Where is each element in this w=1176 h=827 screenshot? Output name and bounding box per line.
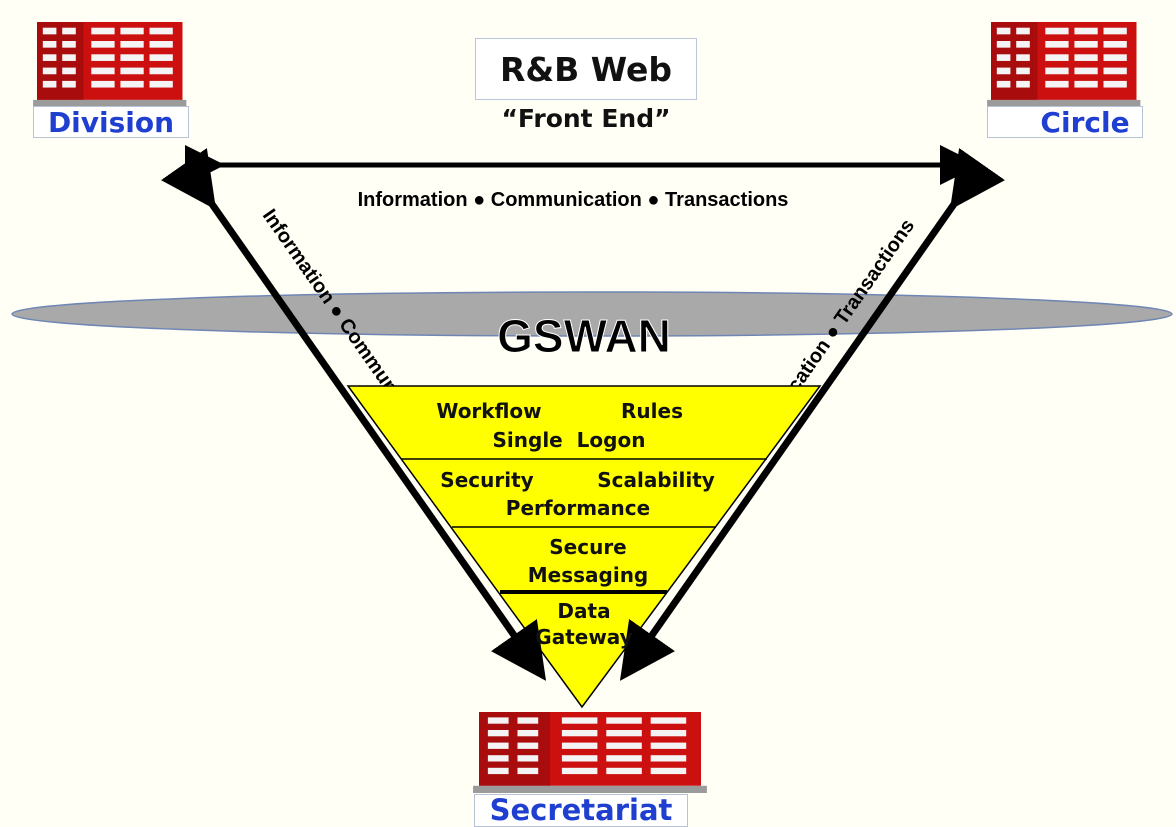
circle-building-icon [987, 22, 1141, 108]
circle-label: Circle [987, 106, 1143, 138]
front-end-subtitle: “Front End” [501, 104, 671, 133]
funnel-secure: Secure [549, 535, 627, 559]
funnel-workflow: Workflow [436, 399, 541, 423]
gswan-label: GSWAN [497, 310, 671, 362]
funnel-rules: Rules [621, 399, 683, 423]
division-label: Division [33, 106, 189, 138]
secretariat-building-icon [473, 712, 707, 793]
secretariat-label: Secretariat [474, 794, 688, 827]
funnel-single-logon: Single Logon [493, 428, 646, 452]
left-double-arrow [161, 148, 547, 681]
funnel-gateway: Gateway [535, 625, 632, 649]
top-arrow-label: Information ● Communication ● Transactio… [358, 189, 789, 211]
right-double-arrow [619, 148, 1005, 681]
funnel-security: Security [440, 468, 533, 492]
funnel-scalability: Scalability [597, 468, 715, 492]
division-building-icon [33, 22, 187, 108]
funnel-messaging: Messaging [528, 563, 649, 587]
funnel-data: Data [557, 599, 610, 623]
rb-web-title: R&B Web [475, 38, 697, 100]
funnel-performance: Performance [506, 496, 650, 520]
